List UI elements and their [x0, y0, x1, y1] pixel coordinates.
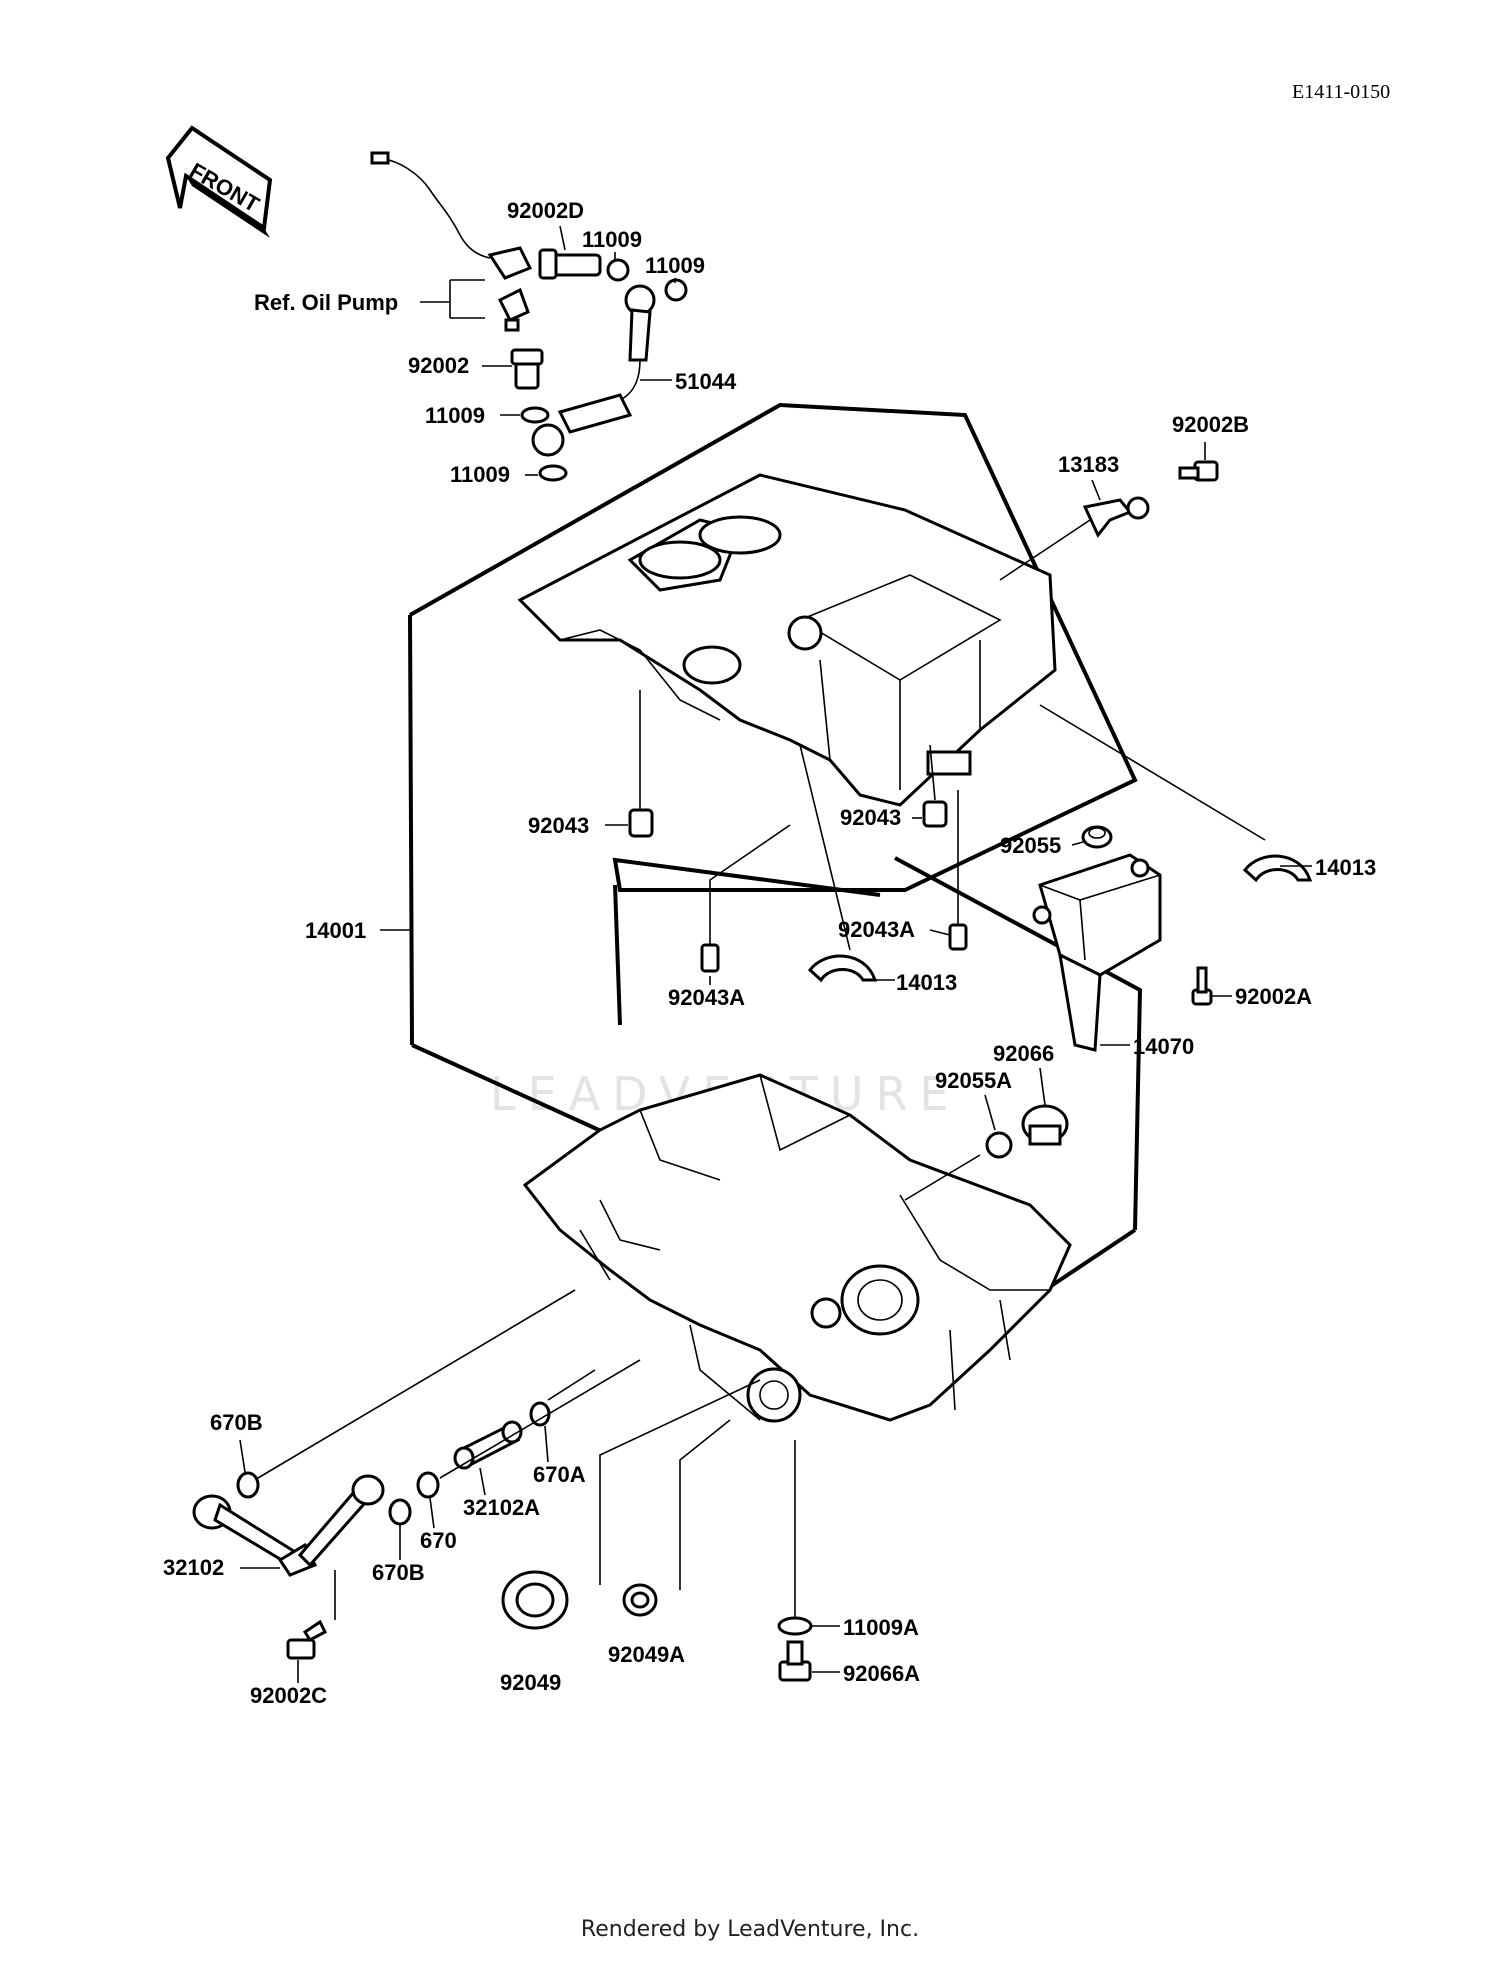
label-670B-a: 670B: [210, 1410, 263, 1435]
callouts: 92002D 11009 11009 92002 51044 11009 110…: [163, 198, 1376, 1708]
washer-11009-d: [538, 464, 568, 482]
label-670: 670: [420, 1528, 457, 1553]
lower-crankcase: [522, 1073, 1072, 1423]
bolt-92002C: [286, 1619, 327, 1660]
oil-pressure-switch: [370, 151, 533, 332]
plug-92055: [1081, 825, 1113, 849]
half-bearing-14013-a: [1242, 854, 1313, 883]
washer-92055A: [985, 1131, 1013, 1159]
washer-11009-b: [664, 278, 688, 302]
label-92043A-b: 92043A: [838, 917, 915, 942]
label-92002A: 92002A: [1235, 984, 1312, 1009]
o-ring-670B-b: [388, 1498, 412, 1526]
label-92043A-a: 92043A: [668, 985, 745, 1010]
upper-crankcase: [517, 473, 1057, 807]
dowel-pin-92043-a: [628, 808, 654, 838]
label-11009-a: 11009: [582, 227, 642, 252]
label-11009-d: 11009: [450, 462, 510, 487]
label-670B-b: 670B: [372, 1560, 425, 1585]
bracket-13183: [1082, 496, 1150, 538]
label-92002D: 92002D: [507, 198, 584, 223]
front-arrow-icon: FRONT: [165, 125, 273, 238]
washer-11009-a: [606, 258, 630, 282]
label-92002C: 92002C: [250, 1683, 327, 1708]
label-670A: 670A: [533, 1462, 586, 1487]
washer-11009-c: [520, 406, 550, 424]
label-11009-c: 11009: [425, 403, 485, 428]
label-92055: 92055: [1000, 833, 1061, 858]
oil-strainer-14070: [1032, 853, 1162, 1052]
label-11009A: 11009A: [843, 1615, 919, 1640]
label-92055A: 92055A: [935, 1068, 1012, 1093]
label-11009-b: 11009: [645, 253, 705, 278]
o-ring-670: [416, 1471, 440, 1499]
label-92043-b: 92043: [840, 805, 901, 830]
label-92002B: 92002B: [1172, 412, 1249, 437]
o-ring-670A: [529, 1401, 551, 1427]
dowel-pin-92043A-a: [700, 943, 720, 973]
banjo-bolt-92002D: [538, 248, 602, 280]
label-32102: 32102: [163, 1555, 224, 1580]
label-92066A: 92066A: [843, 1661, 920, 1686]
bolt-92002B: [1178, 460, 1219, 482]
drain-plug-92066A: [778, 1640, 812, 1682]
bolt-92002: [510, 348, 544, 390]
label-14013-a: 14013: [1315, 855, 1376, 880]
label-14070: 14070: [1133, 1034, 1194, 1059]
ref-oil-pump-label: Ref. Oil Pump: [254, 290, 398, 315]
oil-pipe-32102A: [453, 1420, 523, 1470]
label-14001: 14001: [305, 918, 366, 943]
washer-11009A: [777, 1616, 813, 1636]
label-32102A: 32102A: [463, 1495, 540, 1520]
half-bearing-14013-b: [807, 954, 878, 983]
label-92049A: 92049A: [608, 1642, 685, 1667]
plug-92066: [1021, 1104, 1069, 1146]
label-51044: 51044: [675, 369, 737, 394]
oil-seal-92049: [501, 1570, 569, 1630]
oil-hose-51044: [531, 284, 656, 457]
label-13183: 13183: [1058, 452, 1119, 477]
dowel-pin-92043-b: [922, 800, 948, 828]
diagram-code: E1411-0150: [1292, 81, 1390, 103]
label-92043-a: 92043: [528, 813, 589, 838]
label-92049: 92049: [500, 1670, 561, 1695]
label-92002: 92002: [408, 353, 469, 378]
label-14013-b: 14013: [896, 970, 957, 995]
oil-seal-92049A: [622, 1583, 658, 1617]
label-92066: 92066: [993, 1041, 1054, 1066]
dowel-pin-92043A-b: [948, 923, 968, 951]
oil-pipe-32102: [192, 1474, 385, 1577]
footer-credit: Rendered by LeadVenture, Inc.: [580, 1917, 920, 1942]
o-ring-670B-a: [236, 1471, 260, 1499]
bolt-92002A: [1191, 966, 1213, 1006]
